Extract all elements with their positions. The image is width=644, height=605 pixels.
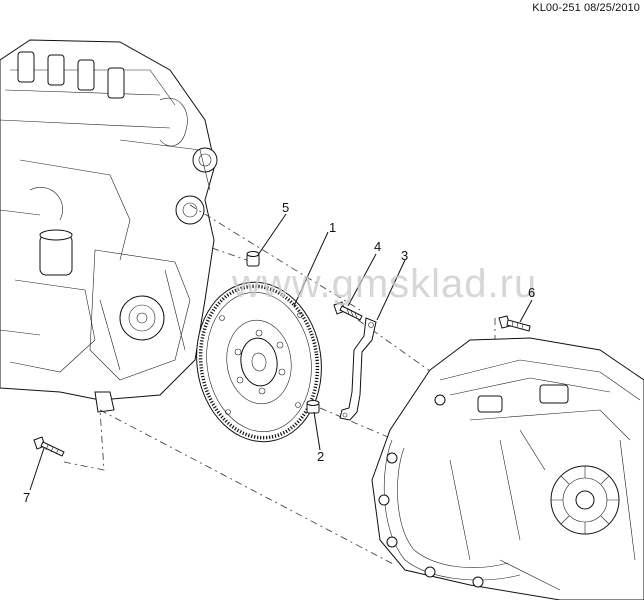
part-2-flywheel-bolt: [306, 400, 320, 414]
callout-2-label: 2: [317, 449, 325, 464]
assembly-guide-lines: [63, 204, 496, 566]
leader-lines: [29, 213, 533, 491]
callout-7-label: 7: [23, 490, 31, 505]
part-7-bolt: [33, 436, 65, 457]
transaxle-assembly: [371, 337, 644, 601]
engine-assembly: [0, 39, 218, 413]
callout-6-label: 6: [528, 285, 536, 300]
part-1-flywheel: [196, 281, 322, 443]
drawing-reference-id: KL00-251 08/25/2010: [532, 2, 640, 14]
part-5-dowel-pin: [246, 251, 260, 267]
callout-4-label: 4: [374, 239, 382, 254]
callout-3-label: 3: [401, 248, 409, 263]
part-3-bracket: [339, 317, 377, 421]
callout-1-label: 1: [329, 220, 337, 235]
callout-5-label: 5: [282, 200, 290, 215]
part-6-bolt: [498, 315, 531, 332]
part-4-bolt: [333, 301, 363, 321]
